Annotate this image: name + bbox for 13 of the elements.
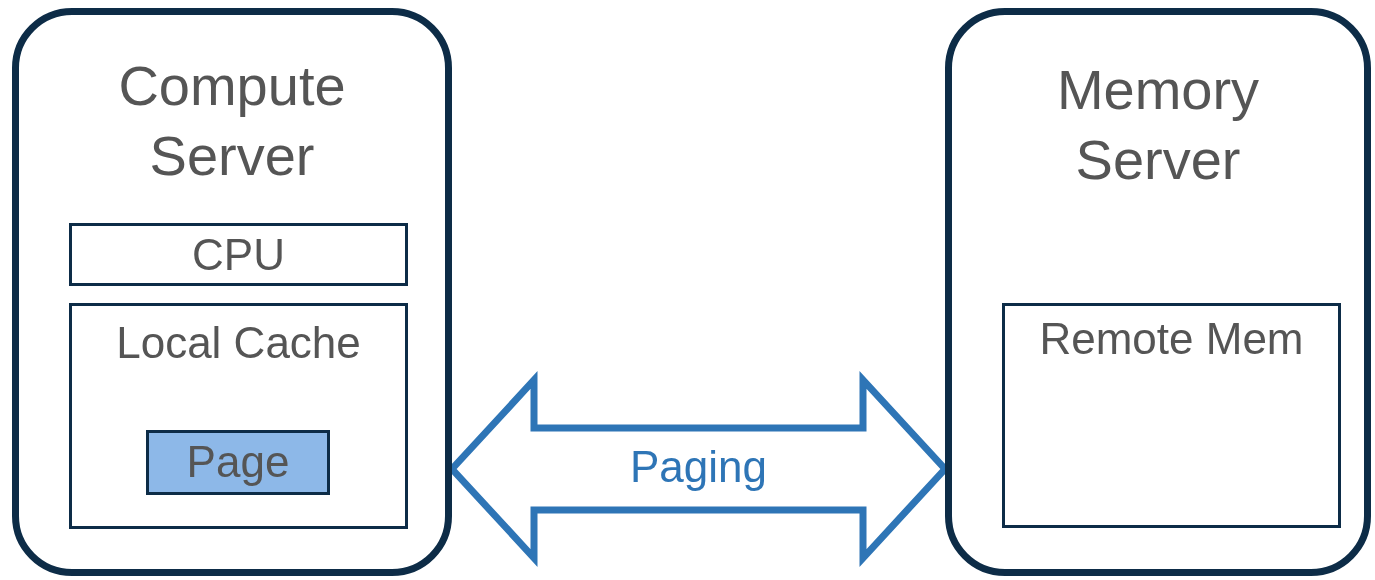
box-label: Local Cache <box>115 318 362 369</box>
cache-box <box>69 303 408 529</box>
page-box <box>146 430 330 495</box>
server-title: Memory Server <box>1055 57 1261 193</box>
server-box <box>12 8 452 576</box>
memory-box <box>1002 303 1341 528</box>
box-label: Remote Mem <box>1038 314 1305 365</box>
cpu-box <box>69 223 408 286</box>
box-label: CPU <box>191 230 286 281</box>
server-box <box>945 8 1371 576</box>
box-label: Page <box>185 437 291 488</box>
edge-label: Paging <box>629 441 768 493</box>
server-title: Compute Server <box>117 53 347 189</box>
